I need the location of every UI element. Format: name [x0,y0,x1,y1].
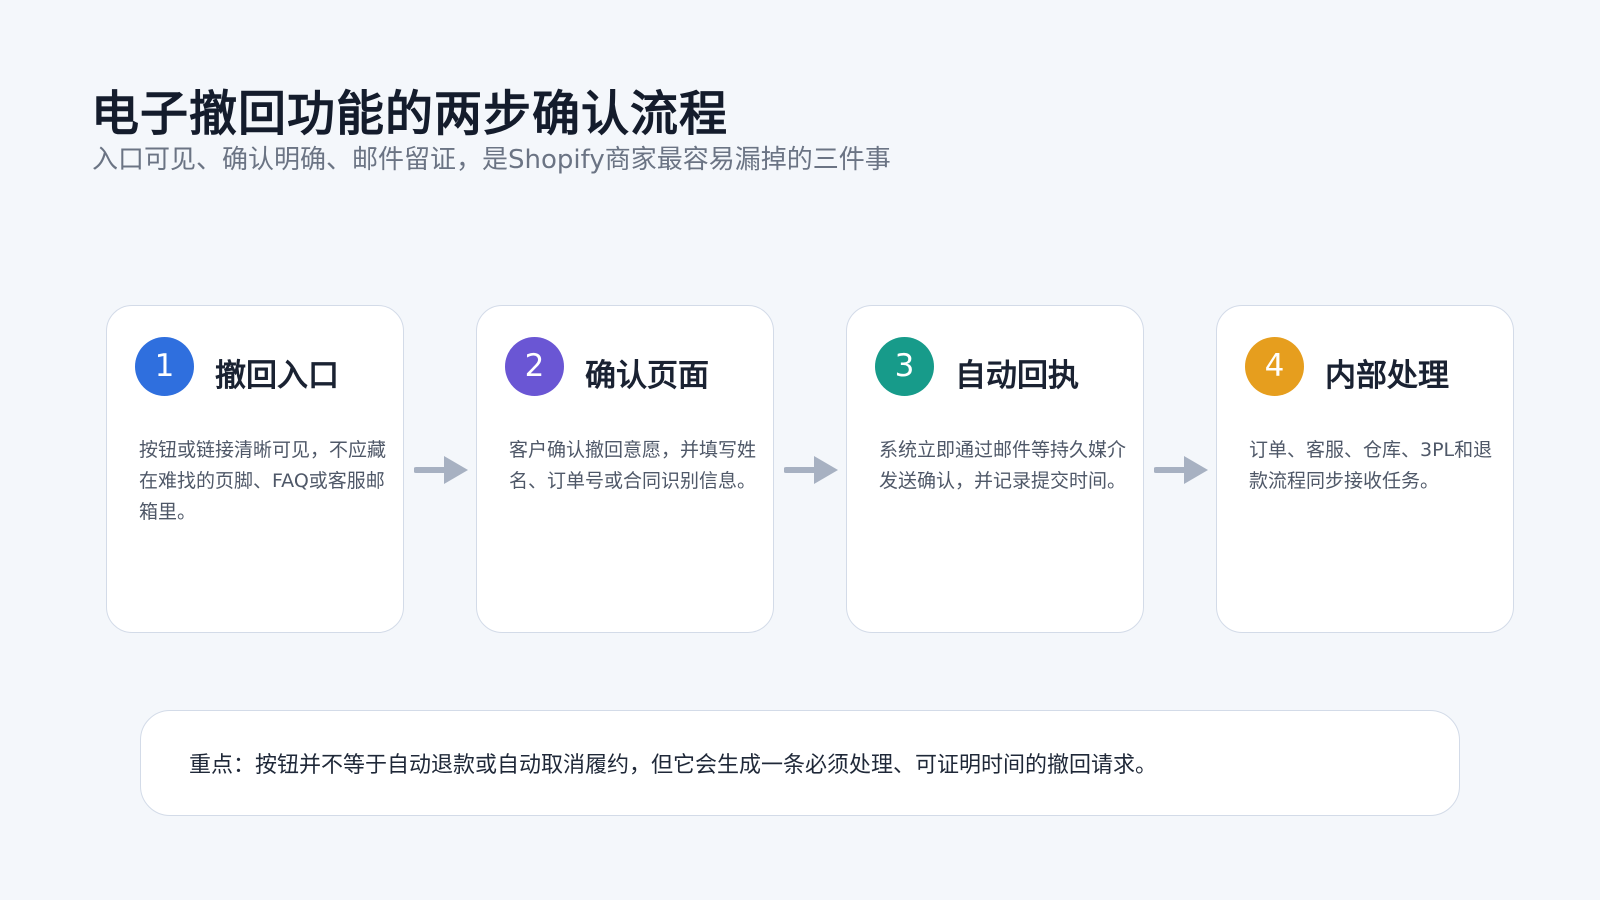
step-card-3: 3 自动回执 系统立即通过邮件等持久媒介发送确认，并记录提交时间。 [846,305,1144,633]
step-card-1: 1 撤回入口 按钮或链接清晰可见，不应藏在难找的页脚、FAQ或客服邮箱里。 [106,305,404,633]
step-card-2: 2 确认页面 客户确认撤回意愿，并填写姓名、订单号或合同识别信息。 [476,305,774,633]
step-title: 自动回执 [955,358,1079,394]
arrow-right-icon [1154,456,1208,484]
step-description: 按钮或链接清晰可见，不应藏在难找的页脚、FAQ或客服邮箱里。 [139,439,387,523]
step-flow: 1 撤回入口 按钮或链接清晰可见，不应藏在难找的页脚、FAQ或客服邮箱里。 2 … [106,305,1516,635]
step-number-badge: 3 [875,337,934,396]
step-description: 系统立即通过邮件等持久媒介发送确认，并记录提交时间。 [879,439,1127,492]
arrow-right-icon [414,456,468,484]
step-number-badge: 2 [505,337,564,396]
step-title: 内部处理 [1325,358,1449,394]
step-description: 客户确认撤回意愿，并填写姓名、订单号或合同识别信息。 [509,439,757,492]
step-card-4: 4 内部处理 订单、客服、仓库、3PL和退款流程同步接收任务。 [1216,305,1514,633]
step-number-badge: 4 [1245,337,1304,396]
step-title: 确认页面 [585,358,709,394]
page-title: 电子撤回功能的两步确认流程 [91,86,729,142]
step-description: 订单、客服、仓库、3PL和退款流程同步接收任务。 [1249,439,1493,492]
step-number-badge: 1 [135,337,194,396]
key-point-note: 重点：按钮并不等于自动退款或自动取消履约，但它会生成一条必须处理、可证明时间的撤… [140,710,1460,816]
key-point-text: 重点：按钮并不等于自动退款或自动取消履约，但它会生成一条必须处理、可证明时间的撤… [189,753,1158,778]
step-title: 撤回入口 [215,358,339,394]
page-subtitle: 入口可见、确认明确、邮件留证，是Shopify商家最容易漏掉的三件事 [92,145,891,175]
arrow-right-icon [784,456,838,484]
